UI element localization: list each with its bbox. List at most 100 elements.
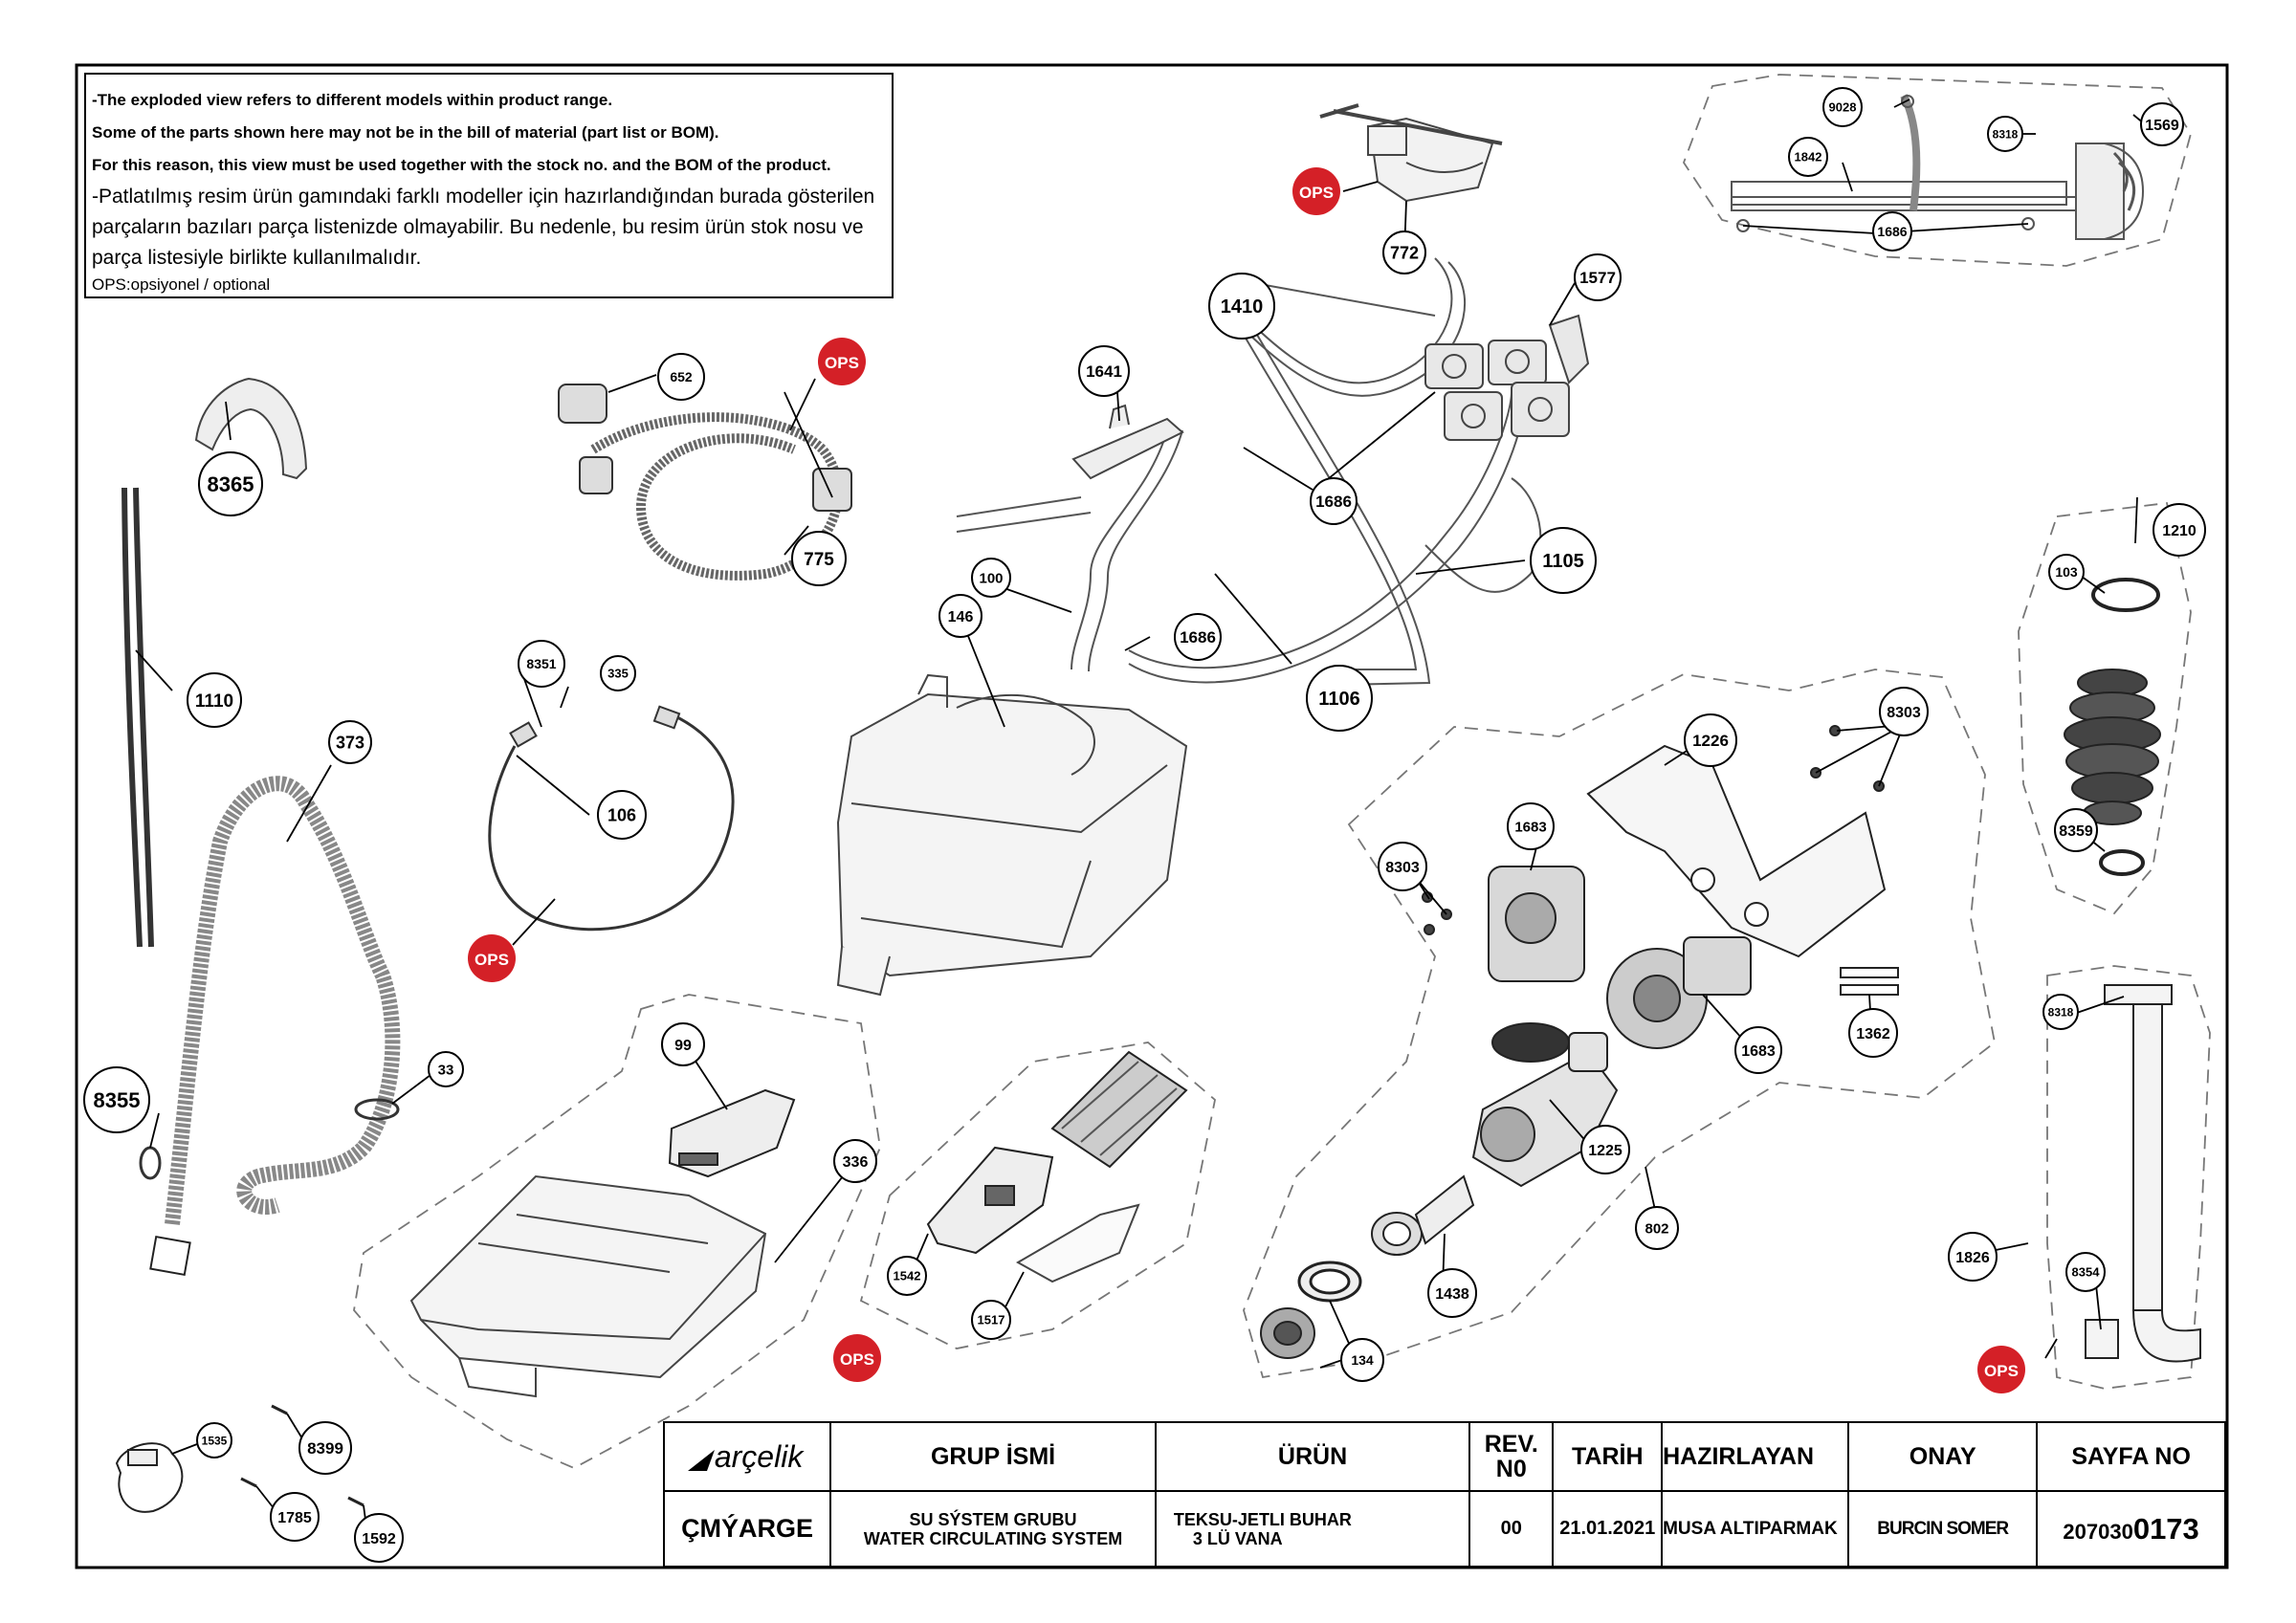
callout-1683a: 1683: [1507, 802, 1555, 850]
callout-circle: [1635, 1206, 1679, 1250]
callout-circle: [1078, 345, 1130, 397]
callout-circle: [1574, 253, 1622, 301]
callout-label: 1826: [1955, 1250, 1990, 1266]
product-name-line-1: TEKSU-JETLI BUHAR: [1173, 1509, 1352, 1529]
callout-146: 146: [938, 594, 982, 638]
callout-1569: 1569: [2140, 102, 2184, 146]
part-1225-pump-housing: [1471, 1022, 1619, 1188]
callout-8355: 8355: [83, 1066, 150, 1133]
callout-1785: 1785: [270, 1492, 320, 1542]
callout-373: 373: [328, 720, 372, 764]
callout-circle: [971, 1300, 1011, 1340]
ops-badge-1826: OPS: [1977, 1346, 2025, 1393]
header-page-no: SAYFA NO: [2036, 1421, 2226, 1492]
svg-text:OPS: OPS: [1299, 184, 1334, 202]
callout-label: 134: [1351, 1352, 1374, 1368]
callout-circle: [354, 1513, 404, 1563]
part-8351-fitting: [509, 705, 681, 748]
part-1577-valve: [1424, 314, 1590, 441]
callout-label: 8365: [208, 472, 254, 496]
callout-label: 8351: [526, 656, 556, 671]
callout-circle: [1530, 527, 1597, 594]
callout-1110: 1110: [187, 672, 242, 728]
callout-label: 1785: [277, 1510, 312, 1526]
callout-circle: [1580, 1125, 1630, 1174]
callout-label: 1686: [1315, 493, 1352, 511]
group-name-line-1: SU SÝSTEM GRUBU: [909, 1509, 1077, 1529]
callout-8359: 8359: [2054, 808, 2098, 852]
callout-335: 335: [600, 655, 636, 691]
callout-circle: [1306, 665, 1373, 732]
part-134-cap: [1260, 1307, 1315, 1359]
part-8365-clamp: [194, 377, 308, 480]
callout-circle: [661, 1022, 705, 1066]
callout-label: 1641: [1086, 362, 1122, 381]
callout-99: 99: [661, 1022, 705, 1066]
note-line-4: -Patlatılmış resim ürün gamındaki farklı…: [92, 186, 875, 208]
callout-1542: 1542: [887, 1256, 927, 1296]
callout-label: 1362: [1856, 1026, 1890, 1042]
callout-label: 8354: [2072, 1265, 2101, 1280]
callout-8318b: 8318: [2042, 994, 2079, 1030]
part-8355-clip: [139, 1146, 162, 1180]
callout-label: 1225: [1588, 1143, 1623, 1159]
note-line-7: OPS:opsiyonel / optional: [92, 275, 271, 294]
header-product: ÜRÜN: [1154, 1421, 1471, 1492]
header-date: TARİH: [1552, 1421, 1664, 1492]
callout-circle: [1948, 1232, 1998, 1282]
callout-circle: [187, 672, 242, 728]
callout-1686a: 1686: [1872, 211, 1912, 252]
ops-badges: OPS OPS OPS OPS OPS: [468, 167, 2025, 1393]
callout-label: 1842: [1795, 150, 1822, 164]
callout-label: 772: [1390, 243, 1419, 262]
callout-label: 1110: [195, 691, 233, 712]
callout-label: 1535: [202, 1434, 228, 1447]
callout-circle: [1340, 1338, 1384, 1382]
callout-circle: [1174, 613, 1222, 661]
callout-772: 772: [1382, 230, 1426, 274]
part-1542-frame: [926, 1146, 1054, 1255]
callout-circle: [938, 594, 982, 638]
product-name: TEKSU-JETLI BUHAR 3 LÜ VANA: [1154, 1490, 1471, 1568]
part-373-drain-hose: [165, 776, 401, 1225]
callout-8365: 8365: [198, 451, 263, 516]
callout-circle: [971, 558, 1011, 598]
group-outline-802: [1243, 669, 1996, 1379]
callout-label: 1569: [2145, 118, 2179, 134]
callout-1842: 1842: [1788, 137, 1828, 177]
callout-circle: [1507, 802, 1555, 850]
part-146-dispenser: [836, 673, 1188, 997]
callout-circle: [1427, 1268, 1477, 1318]
callout-label: 1686: [1877, 224, 1907, 239]
callout-8303b: 8303: [1378, 842, 1427, 891]
callout-circle: [2042, 994, 2079, 1030]
part-1517-cup: [1015, 1203, 1140, 1283]
callout-circle: [833, 1139, 877, 1183]
date-value: 21.01.2021: [1552, 1490, 1664, 1568]
callout-circle: [1734, 1026, 1782, 1074]
approved-by-value: BURCIN SOMER: [1847, 1490, 2039, 1568]
part-filter-mesh: [1050, 1050, 1188, 1169]
note-line-3: For this reason, this view must be used …: [92, 156, 831, 174]
part-772-housing: [1319, 103, 1503, 203]
callout-label: 1542: [894, 1269, 921, 1283]
callout-label: 100: [979, 570, 1003, 586]
part-1569-assembly: [1731, 94, 2145, 240]
ops-badge-772: OPS: [1292, 167, 1340, 215]
callout-circle: [1848, 1008, 1898, 1058]
callout-1535: 1535: [196, 1422, 232, 1459]
callout-label: 9028: [1829, 100, 1857, 115]
callout-circle: [83, 1066, 150, 1133]
callout-label: 99: [674, 1038, 692, 1054]
callout-label: 103: [2055, 564, 2078, 580]
callout-1592: 1592: [354, 1513, 404, 1563]
callout-label: 1686: [1180, 628, 1216, 647]
callout-1226: 1226: [1684, 713, 1737, 767]
page-number: 2070300173: [2036, 1490, 2226, 1568]
part-775-inlet-hose: [590, 412, 844, 581]
svg-text:OPS: OPS: [1984, 1362, 2019, 1380]
callout-label: 33: [438, 1062, 454, 1078]
callout-1517: 1517: [971, 1300, 1011, 1340]
callout-1683b: 1683: [1734, 1026, 1782, 1074]
